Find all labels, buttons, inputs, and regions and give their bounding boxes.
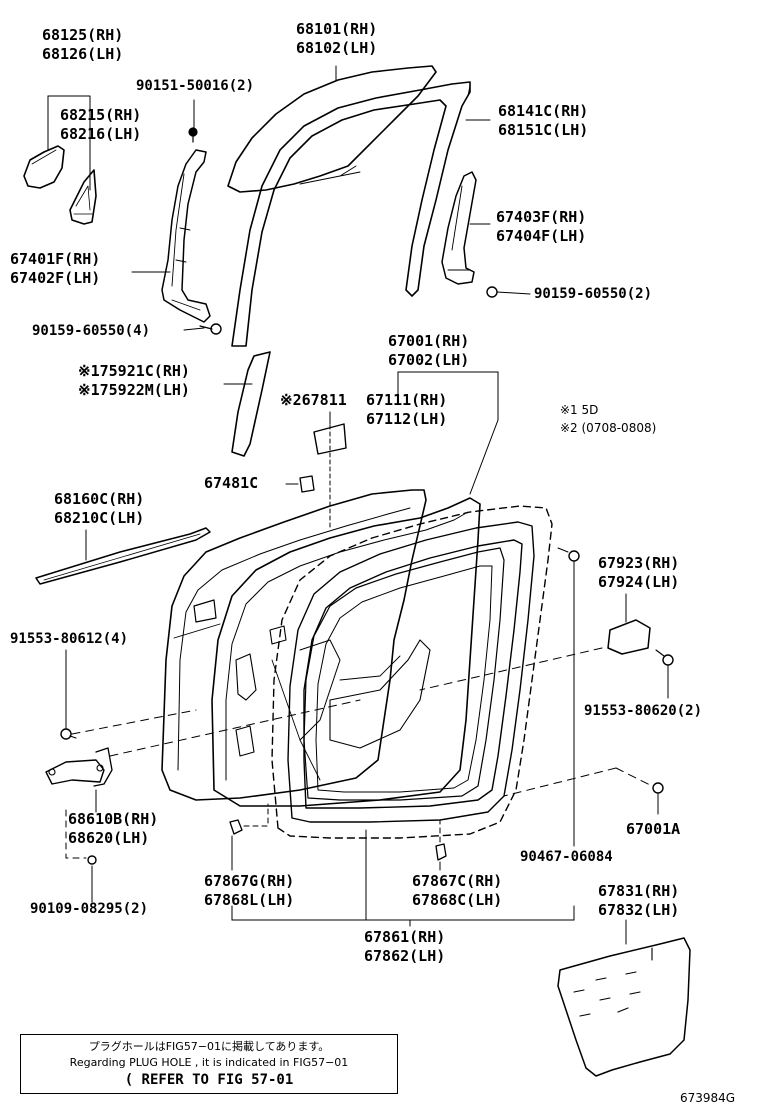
label-91553-right: 91553-80620(2) [584,703,703,719]
pillar-garnish [231,351,271,457]
clip-67001a [652,782,664,815]
label-67001a: 67001A [626,820,681,838]
note-line-japanese: プラグホールはFIG57−01に掲載してあります。 [88,1040,330,1053]
label-90151: 90151-50016(2) [136,78,255,94]
bolt-90151 [188,127,198,143]
division-bar-front [161,149,211,323]
figure-code: 673984G [680,1091,736,1105]
corner-cover-part [23,145,65,189]
bolt-91553-right [655,649,674,699]
label-67001: 67001(RH)67002(LH) [388,332,470,369]
bolt-90467 [557,547,580,847]
label-90109: 90109-08295(2) [30,901,149,917]
label-67403: 67403F(RH)67404F(LH) [496,208,587,245]
label-67831: 67831(RH)67832(LH) [598,882,680,919]
label-90159-right: 90159-60550(2) [534,286,653,302]
door-stopper [607,619,651,655]
reference-note-box: プラグホールはFIG57−01に掲載してあります。 Regarding PLUG… [20,1034,398,1094]
opening-seal [303,547,505,801]
label-67811: ※267811 [280,391,347,409]
pad-67811 [313,423,347,455]
label-67401: 67401F(RH)67402F(LH) [10,250,101,287]
belt-moulding [35,527,211,585]
label-68610: 68610B(RH)68620(LH) [68,810,159,847]
door-check [45,759,105,785]
label-67867g: 67867G(RH)67868L(LH) [204,872,295,909]
label-68101: 68101(RH)68102(LH) [296,20,378,57]
footnote-2: ※2 (0708-0808) [560,421,657,435]
note-line-reference: ( REFER TO FIG 57-01 [124,1072,294,1088]
door-glass [227,65,437,193]
label-68141: 68141C(RH)68151C(LH) [498,102,589,139]
label-90467: 90467-06084 [520,849,613,865]
clip-67867g [229,803,269,871]
division-bar-rear [441,171,477,285]
label-91553-left: 91553-80612(4) [10,631,129,647]
run-channel [231,81,471,347]
label-67481: 67481C [204,474,259,492]
clip-67867c [435,819,447,871]
service-hole-cover [557,937,691,1077]
label-68215: 68215(RH)68216(LH) [60,106,142,143]
label-67867c: 67867C(RH)67868C(LH) [412,872,503,909]
door-frame-inner [211,497,481,807]
bolt-91553-left [60,728,77,740]
label-90159-left: 90159-60550(4) [32,323,151,339]
weatherstrip-outer [271,505,553,839]
bolt-90159-left [199,323,222,335]
footnote-1: ※1 5D [560,403,599,417]
label-68160: 68160C(RH)68210C(LH) [54,490,145,527]
label-75921: ※175921C(RH)※175922M(LH) [78,362,190,399]
label-67861: 67861(RH)67862(LH) [364,928,446,965]
bolt-90109 [87,855,97,865]
label-67111: 67111(RH)67112(LH) [366,391,448,428]
note-line-english: Regarding PLUG HOLE , it is indicated in… [69,1056,349,1069]
bolt-90159-right [486,286,531,298]
label-67923: 67923(RH)67924(LH) [598,554,680,591]
clip-67481 [299,475,315,493]
corner-garnish-part [69,169,97,225]
label-68125: 68125(RH)68126(LH) [42,26,124,63]
